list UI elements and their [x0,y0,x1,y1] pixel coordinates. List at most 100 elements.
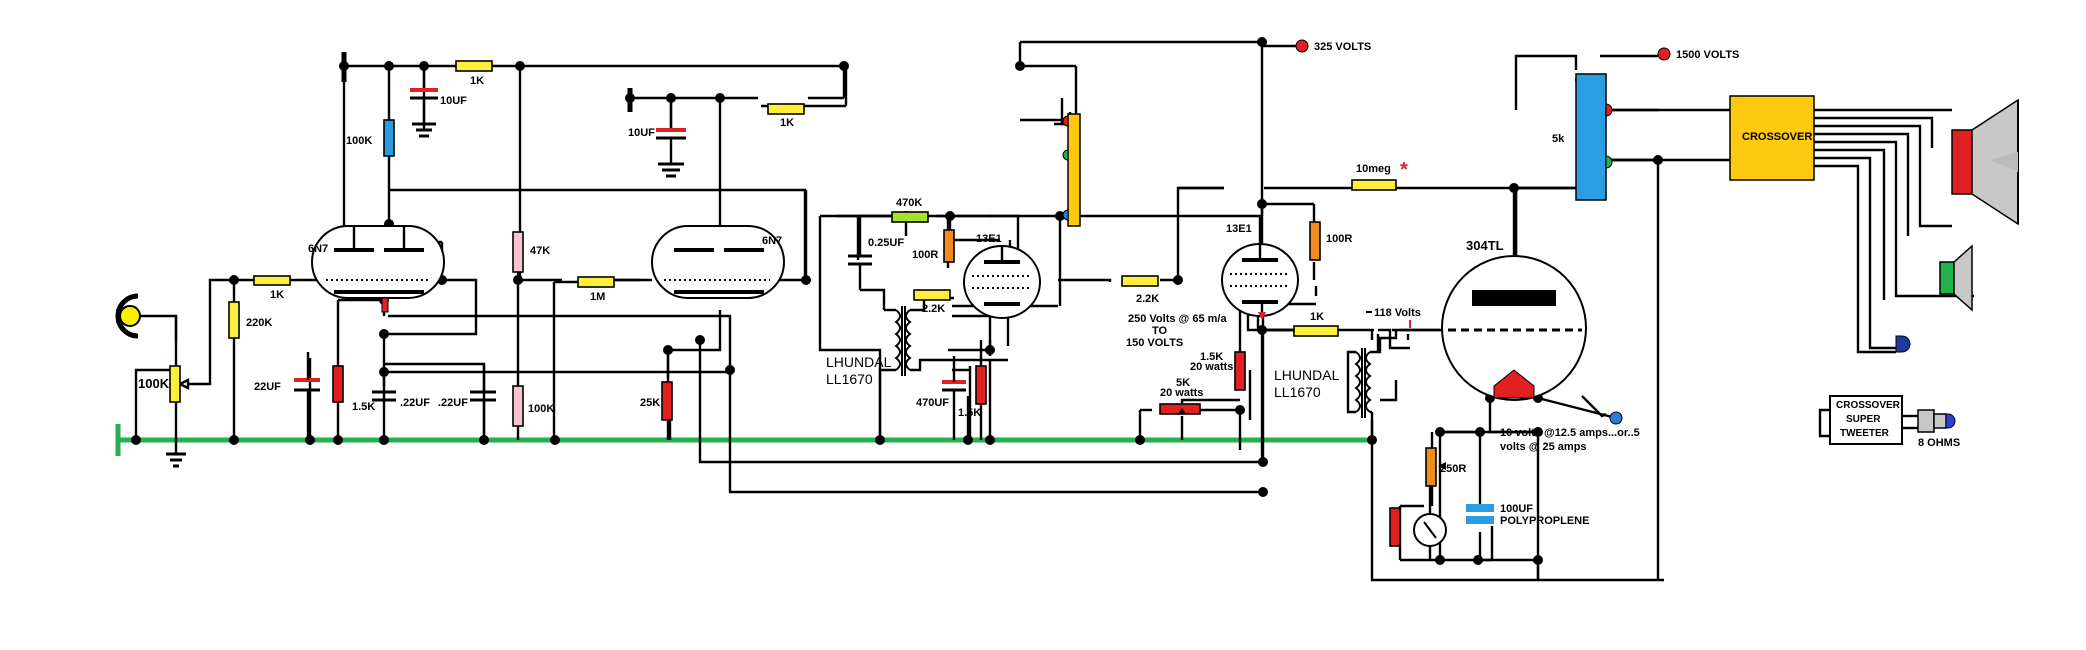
interstage-transformer-2-label-line1: LHUNDAL [1274,367,1340,383]
input-ground-symbol [166,440,186,468]
resistor-cathode-v4-watts: 20 watts [1190,361,1233,373]
resistor-feedback-470k [891,211,929,223]
woofer-speaker [1951,98,2019,226]
capacitor-022uf-2-label: .22UF [438,397,468,409]
filament-label-line2: volts @ 25 amps [1500,441,1587,453]
interstage-transformer-1-label-line2: LL1670 [826,371,873,387]
resistor-cathode-v4-label: 1.5K [1200,351,1223,363]
terminal-325v [1295,39,1309,53]
supply-325-label: 325 VOLTS [1314,41,1371,53]
capacitor-470uf [942,356,966,440]
interstage-transformer-1-label-line1: LHUNDAL [826,354,892,370]
resistor-grid-v4 [1121,275,1159,287]
resistor-decouple-1k-label: 1K [470,75,484,87]
pot-5k-label: 5K [1176,377,1190,389]
speaker-impedance-label: 8 OHMS [1918,437,1960,449]
resistor-220k-label: 220K [246,317,272,329]
filament-label-line1: 10 volts @12.5 amps...or..5 [1500,427,1640,439]
asterisk-mark: * [1400,159,1408,181]
feedback-network [836,214,896,260]
output-transformer-label: 5k [1552,133,1565,145]
resistor-cathode-v1 [332,365,344,403]
tube-v1-label: 6N7 [308,243,328,255]
capacitor-22uf-label: 22UF [254,381,281,393]
resistor-cathode-v1-label: 1.5K [352,401,375,413]
bias-current-line3: 150 VOLTS [1126,337,1183,349]
resistor-grid-v3 [913,289,951,301]
resistor-meter-shunt [1389,507,1401,547]
grid-voltage-label: 118 Volts [1374,307,1421,319]
tube-v4-13e1 [1221,243,1299,320]
resistor-decouple2-1k-label: 1K [780,117,794,129]
resistor-10meg-label: 10meg [1356,163,1391,175]
resistor-47k-label: 47K [530,245,550,257]
input-pot-label: 100K [138,376,170,391]
resistor-1m-label: 1M [590,291,605,303]
input-jack[interactable] [115,293,141,339]
resistor-cathode-v3-label: 1.5K [958,407,981,419]
resistor-grid-stopper-label: 1K [270,289,284,301]
capacitor-10uf-1-label: 10UF [440,95,467,107]
pot-250r-label: 250R [1440,463,1466,475]
tube-v5-label: 304TL [1466,238,1504,253]
resistor-47k [512,231,524,273]
resistor-cathode-v3 [975,365,987,405]
input-pot[interactable] [169,365,181,403]
bias-current-line2: TO [1152,325,1168,337]
interstage-transformer-2-label-line2: LL1670 [1274,384,1321,400]
resistor-100k-divider [512,385,524,427]
resistor-1m [577,276,615,288]
resistor-10meg [1351,179,1397,191]
resistor-decouple2-1k [767,103,805,115]
resistor-screen-v4 [1309,221,1321,261]
tweeter-terminal [1895,335,1911,353]
capacitor-470uf-label: 470UF [916,397,949,409]
crossover-box [1729,95,1815,181]
interstage-transformer-2 [1346,330,1398,418]
resistor-cathode-v4 [1234,351,1246,391]
plate-choke-bar [1062,113,1081,227]
super-tweeter-speaker [1917,409,1956,433]
tube-v2-label: 6N7 [762,235,782,247]
resistor-grid-v4-label: 2.2K [1136,293,1159,305]
tube-v2-6n7 [651,225,785,299]
capacitor-10uf-1 [410,66,438,138]
tube-v4-label: 13E1 [1226,223,1252,235]
resistor-grid-v5-label: 1K [1310,311,1324,323]
pot-250r[interactable] [1425,447,1437,487]
resistor-feedback-470k-label: 470K [896,197,922,209]
filament-terminal [1609,411,1623,425]
capacitor-025uf-label: 0.25UF [868,237,904,249]
capacitor-100uf-type: POLYPROPLENE [1500,515,1589,527]
capacitor-100uf-label: 100UF [1500,503,1533,515]
resistor-screen-v4-label: 100R [1326,233,1352,245]
crossover-super-tweeter-box [1829,395,1903,445]
resistor-cathode-v2 [661,381,673,421]
tube-v5-304tl [1441,188,1587,401]
resistor-plate-v1-label: 100K [346,135,372,147]
resistor-grid-v5 [1293,325,1339,337]
output-transformer [1566,73,1613,201]
capacitor-025uf [848,216,886,310]
capacitor-10uf-2 [627,88,686,178]
midrange-speaker [1939,244,1973,312]
bias-current-line1: 250 Volts @ 65 m/a [1128,313,1227,325]
resistor-100k-divider-label: 100K [528,403,554,415]
resistor-decouple-1k [455,60,493,72]
supply-1500-label: 1500 VOLTS [1676,49,1739,61]
capacitor-100uf [1466,484,1494,524]
resistor-220k [228,301,240,339]
resistor-grid-v3-label: 2.2K [922,303,945,315]
terminal-1500v [1657,47,1671,61]
resistor-grid-stopper-1k [253,275,291,286]
capacitor-22uf [294,352,320,440]
pot-wiper-arrow [179,378,190,390]
resistor-plate-v1 [383,119,395,157]
resistor-screen-v3 [943,229,955,263]
pot-wiper-wire [188,278,236,386]
meter [1413,486,1447,560]
crossover-tweeter-label-line1: CROSSOVER [1836,400,1901,411]
capacitor-022uf-2 [470,364,496,440]
capacitor-022uf-1-label: .22UF [400,397,430,409]
